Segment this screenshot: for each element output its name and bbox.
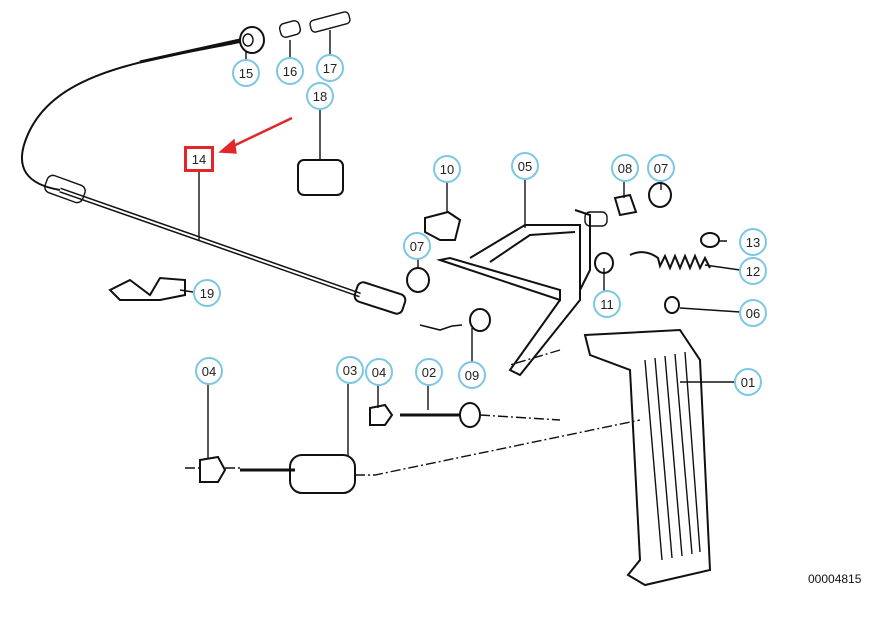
- nut-04-lower: [199, 455, 227, 483]
- bolt-17: [309, 11, 351, 33]
- bushing-07-left: [406, 267, 430, 293]
- stop-03: [289, 454, 356, 494]
- lever-05: [436, 224, 581, 377]
- cap-13: [700, 232, 720, 248]
- selection-arrow: [224, 116, 293, 152]
- callout-07-left[interactable]: 07: [403, 232, 431, 260]
- pin-16: [278, 20, 302, 38]
- callout-04-lower[interactable]: 04: [195, 357, 223, 385]
- bushing-09: [469, 308, 491, 332]
- callout-08[interactable]: 08: [611, 154, 639, 182]
- pedal-01: [583, 328, 712, 587]
- callout-02[interactable]: 02: [415, 358, 443, 386]
- callout-19[interactable]: 19: [193, 279, 221, 307]
- callout-04-upper[interactable]: 04: [365, 358, 393, 386]
- callout-16[interactable]: 16: [276, 57, 304, 85]
- nut-04-upper: [369, 403, 394, 426]
- callout-01[interactable]: 01: [734, 368, 762, 396]
- callout-17[interactable]: 17: [316, 54, 344, 82]
- callout-13[interactable]: 13: [739, 228, 767, 256]
- callout-14-selected[interactable]: 14: [184, 146, 214, 172]
- grommet-15: [239, 26, 265, 54]
- callout-05[interactable]: 05: [511, 152, 539, 180]
- clip-18: [297, 159, 344, 196]
- spring-12: [629, 251, 711, 271]
- callout-09[interactable]: 09: [458, 361, 486, 389]
- callout-03[interactable]: 03: [336, 356, 364, 384]
- callout-06[interactable]: 06: [739, 299, 767, 327]
- callout-15[interactable]: 15: [232, 59, 260, 87]
- bushing-07-right: [648, 182, 672, 208]
- cable-ferrule: [44, 174, 86, 204]
- bracket-19: [108, 276, 186, 301]
- callout-12[interactable]: 12: [739, 257, 767, 285]
- callout-10[interactable]: 10: [433, 155, 461, 183]
- clip-08: [613, 193, 638, 217]
- bolt-10: [424, 210, 462, 241]
- callout-11[interactable]: 11: [593, 290, 621, 318]
- callout-07-right[interactable]: 07: [647, 154, 675, 182]
- cable-threaded-end: [139, 38, 241, 64]
- diagram-id: 00004815: [808, 572, 862, 586]
- callout-18[interactable]: 18: [306, 82, 334, 110]
- washer-06: [664, 296, 680, 314]
